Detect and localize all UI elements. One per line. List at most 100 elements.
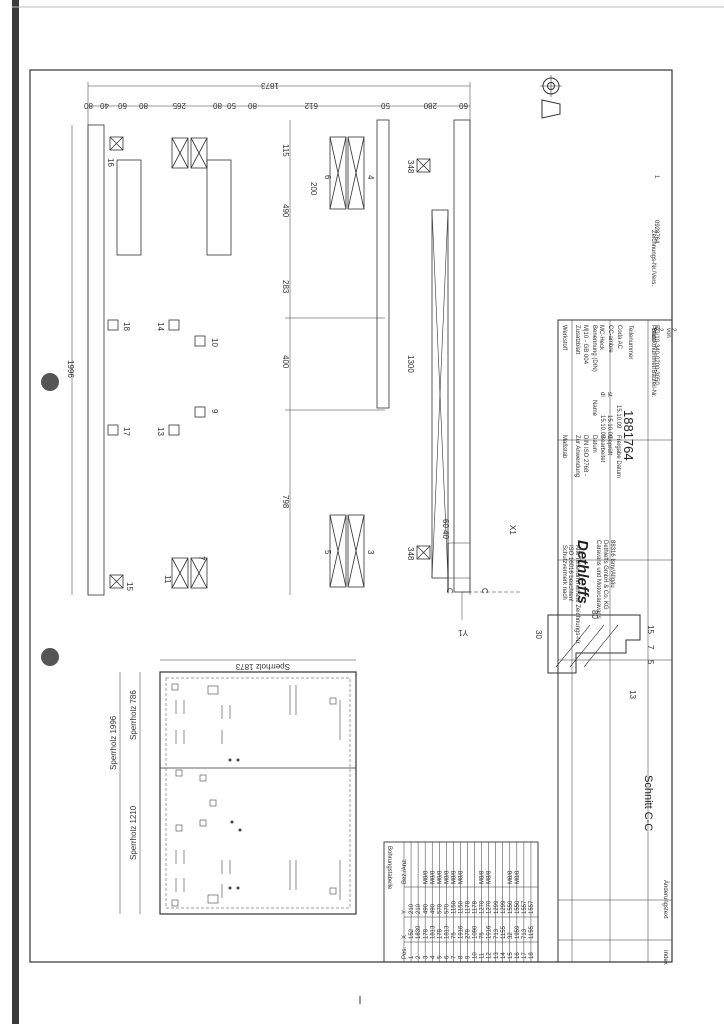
table-cell: 152: [409, 928, 415, 939]
overview-dim-1873: Sperrholz 1873: [235, 662, 290, 671]
tb-bearb-label: Bearbeitet: [599, 435, 605, 463]
dim-v-348-top: 348: [406, 160, 415, 174]
section-dim-80: 80: [590, 610, 599, 619]
dim-overall-height: 1996: [66, 360, 75, 378]
table-cell: 1270: [487, 900, 493, 914]
tb-datum-label: Datum: [591, 435, 597, 453]
table-cell: M8/8: [444, 870, 450, 884]
table-cell: 12: [487, 952, 493, 959]
hole-label-14: 14: [156, 322, 165, 331]
tb-din: DIN ISO 2768 -: [582, 435, 588, 476]
axis-y1-label: Y1: [458, 628, 468, 637]
table-cell: 6: [444, 955, 450, 959]
tb-freigabe-label: Freigabe Datum: [615, 435, 621, 478]
table-cell: 1178: [466, 900, 472, 914]
hole-14: [168, 319, 180, 331]
hole-label-18: 18: [122, 322, 131, 331]
tb-teilenummer-label: Teilenummer: [627, 325, 633, 359]
table-cell: 490: [430, 903, 436, 914]
dim-v-40: 40: [441, 530, 450, 539]
table-header-cell: Pos.: [402, 947, 408, 959]
table-cell: M8/8: [480, 870, 486, 884]
dim-v-348-bot: 348: [406, 547, 415, 561]
tb-part-code: M|10 - GB 004: [582, 325, 588, 365]
left-strip: [87, 124, 105, 596]
table-cell: 18: [529, 952, 535, 959]
table-cell: M8/8: [487, 870, 493, 884]
scan-edge: [12, 0, 19, 1024]
tb-norm-1: Schutzvermerk nach: [561, 545, 567, 600]
tb-version: 1: [653, 175, 659, 179]
dim-v-115: 115: [281, 144, 290, 157]
box-label-4: 4: [366, 175, 375, 180]
hole-18: [107, 319, 119, 331]
table-cell: M8/8: [423, 870, 429, 884]
rail-right-long: [453, 119, 471, 593]
hole-label-13: 13: [156, 427, 165, 436]
projection-symbol: [540, 75, 562, 119]
table-cell: 1959: [515, 925, 521, 939]
tb-bearb-date: 15.10.09: [599, 415, 605, 439]
dim-v-200: 200: [309, 182, 318, 196]
dim-top-9: 50: [381, 101, 390, 110]
bohrungstabelle: BohrungstabellePos.XYBez./Anz.1152210218…: [383, 841, 539, 963]
bohrungstabelle-title: Bohrungstabelle: [386, 846, 392, 890]
table-cell: 210: [416, 903, 422, 914]
box-label-16: 16: [106, 158, 115, 167]
table-cell: 1916: [487, 925, 493, 939]
table-cell: 210: [409, 903, 415, 914]
crossed-box-4: [347, 136, 365, 210]
tb-index: Index: [662, 950, 668, 965]
dim-v-490: 490: [281, 204, 290, 218]
table-cell: 1550: [508, 900, 514, 914]
table-cell: 1150: [459, 900, 465, 914]
box-label-15: 15: [125, 582, 134, 591]
table-cell: 490: [423, 903, 429, 914]
tb-produkt-label: Produktnummer/Bauteil-Nr.: [650, 325, 656, 398]
section-cc-view: 30 80 15 7 5 13 Schnitt C-C: [534, 610, 655, 831]
section-dim-13: 13: [628, 690, 637, 699]
dim-top-3: 80: [139, 101, 148, 110]
tb-blatt: 2: [657, 328, 663, 332]
hole-label-9: 9: [210, 409, 219, 414]
punch-hole-bottom: [41, 648, 59, 666]
section-dim-7: 7: [646, 645, 655, 650]
table-cell: 4: [430, 955, 436, 959]
tb-benennung-1: MC-Heck: [598, 325, 604, 351]
tb-freigabe-date: 15.10.09: [615, 405, 621, 429]
table-cell: M8/8: [459, 870, 465, 884]
box-label-5: 5: [323, 550, 332, 555]
block-upper-right: [206, 159, 232, 256]
hole-label-17: 17: [122, 427, 131, 436]
dim-v-1300: 1300: [406, 355, 415, 373]
diag-strip: [431, 209, 449, 579]
dim-top-5: 80: [213, 101, 222, 110]
dim-v-798: 798: [281, 495, 290, 509]
section-dim-15: 15: [646, 625, 655, 634]
table-cell: 8: [459, 955, 465, 959]
dim-overall-width: 1873: [261, 81, 279, 90]
tb-von-label: von: [665, 328, 671, 338]
crossed-box-11: [171, 557, 189, 589]
table-cell: 3: [423, 955, 429, 959]
table-cell: 1839: [416, 925, 422, 939]
hole-label-10: 10: [210, 338, 219, 347]
tb-benennung-2: CC-ambre: [607, 325, 613, 353]
table-cell: M8/8: [451, 870, 457, 884]
crossed-box-5: [329, 514, 347, 588]
table-cell: 1150: [451, 900, 457, 914]
table-cell: 75: [480, 932, 486, 939]
crossed-box-8: [190, 137, 208, 169]
table-cell: 2: [416, 955, 422, 959]
table-cell: 10: [473, 952, 479, 959]
tb-zeichnungsnr-label: Zeichnungs-Nr./Vers.: [650, 230, 656, 286]
hole-10: [194, 335, 206, 347]
dim-v-283: 283: [281, 280, 290, 294]
crossed-box-16: [109, 136, 124, 151]
table-header-cell: X: [402, 935, 408, 939]
dim-top-7: 80: [248, 101, 257, 110]
company-addr: 88316 Isny/Allgäu: [609, 540, 615, 588]
tb-norm-2: ISO 16016 beachten!: [567, 545, 573, 602]
box-label-11: 11: [163, 575, 172, 584]
